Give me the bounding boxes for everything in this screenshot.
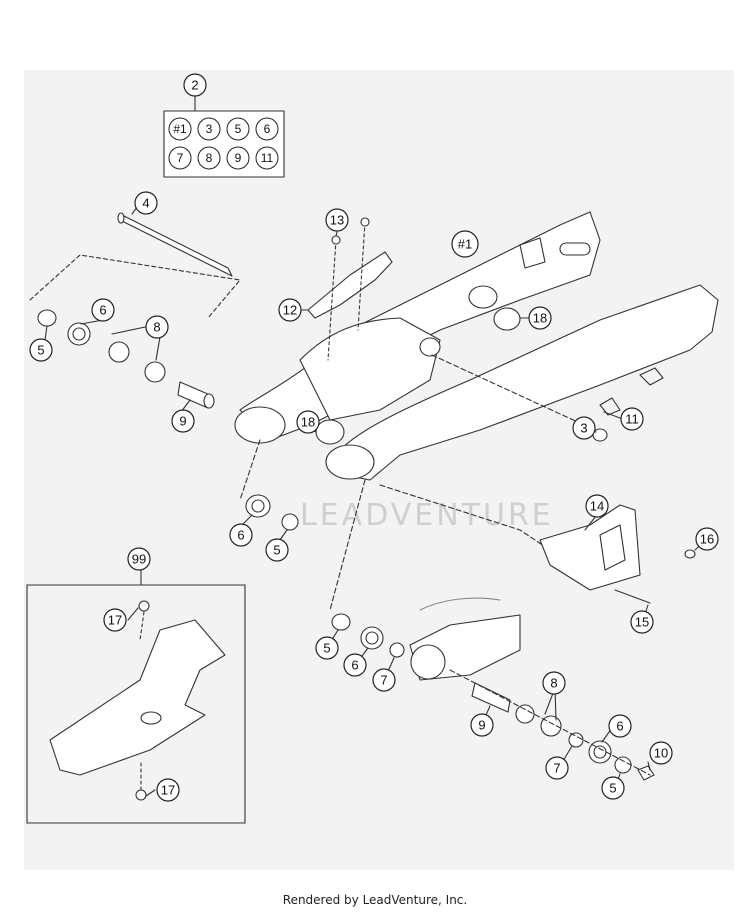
chain-slider-pad-lower <box>315 419 345 445</box>
callout-16-text: 16 <box>700 532 714 547</box>
callout-5-left-text: 5 <box>37 343 44 358</box>
callout-3-text: 3 <box>580 421 587 436</box>
callout-6-lower-text: 6 <box>351 658 358 673</box>
callout-6-right <box>608 714 632 738</box>
callout-17-lower-text: 17 <box>161 783 175 798</box>
callout-3 <box>572 416 596 440</box>
callout-6-right-text: 6 <box>616 719 623 734</box>
callout-6-lower <box>343 653 367 677</box>
callout-10 <box>649 741 673 765</box>
callout-7-lower-text: 7 <box>380 673 387 688</box>
callout-13-text: 13 <box>330 213 344 228</box>
callout-15-text: 15 <box>635 615 649 630</box>
callout-5-pivot-text: 5 <box>273 543 280 558</box>
callout-18-lower <box>296 410 320 434</box>
callout-5-lower <box>315 636 339 660</box>
callout-11 <box>620 407 644 431</box>
leadventure-watermark: LEADVENTURE <box>300 498 554 533</box>
kit-part-8: 11 <box>261 151 274 165</box>
pivot-detail <box>331 597 655 781</box>
callout-4 <box>134 191 158 215</box>
callout-18-lower-text: 18 <box>301 415 315 430</box>
chain-slider-pad-upper <box>493 307 521 331</box>
callout-10-text: 10 <box>654 746 668 761</box>
callout-6-pivot <box>229 523 253 547</box>
guide-plate <box>307 217 393 361</box>
callout-14-text: 14 <box>590 499 604 514</box>
left-bearing-stack <box>37 309 215 409</box>
kit-part-5: 7 <box>177 151 184 165</box>
callout-8-left-text: 8 <box>153 320 160 335</box>
callout-17-lower <box>156 778 180 802</box>
kit-part-7: 9 <box>235 151 242 165</box>
callout-17-upper <box>103 608 127 632</box>
callout-7-right <box>545 756 569 780</box>
kit-part-6: 8 <box>206 151 213 165</box>
callout-7-lower <box>372 668 396 692</box>
callout-15 <box>630 610 654 634</box>
callout-5-left <box>29 338 53 362</box>
callout-16 <box>695 527 719 551</box>
kit-part-4: 6 <box>264 122 271 136</box>
kit-parts-grid: #1 3 5 6 7 8 9 11 <box>168 117 279 170</box>
callout-99-text: 99 <box>132 552 146 567</box>
callout-8-lower-text: 8 <box>550 676 557 691</box>
callout-11-text: 11 <box>625 412 639 427</box>
swingarm <box>234 211 719 481</box>
callout-2-text: 2 <box>191 78 198 93</box>
footer-credit: Rendered by LeadVenture, Inc. <box>282 893 468 907</box>
chain-guide <box>539 504 696 604</box>
callout-8-lower <box>542 671 566 695</box>
callout-5-right-text: 5 <box>609 781 616 796</box>
kit-part-3: 5 <box>235 122 242 136</box>
callout-18-upper <box>528 306 552 330</box>
callout-2 <box>183 73 207 97</box>
kit-part-1: #1 <box>173 122 187 136</box>
callout-12-text: 12 <box>283 303 297 318</box>
kit-99-box <box>26 568 246 824</box>
callout-5-pivot <box>265 538 289 562</box>
callout-6-left <box>91 298 115 322</box>
callout-1 <box>451 230 479 258</box>
callout-14 <box>585 494 609 518</box>
callout-5-lower-text: 5 <box>323 641 330 656</box>
callout-8-left <box>145 315 169 339</box>
callout-9-lower-text: 9 <box>478 718 485 733</box>
callout-9-left-text: 9 <box>179 414 186 429</box>
callout-9-left <box>171 409 195 433</box>
callout-17-upper-text: 17 <box>108 613 122 628</box>
callout-5-right <box>601 776 625 800</box>
callout-12 <box>278 298 302 322</box>
callout-18-upper-text: 18 <box>533 311 547 326</box>
swingarm-axle <box>117 202 233 277</box>
callout-6-pivot-text: 6 <box>237 528 244 543</box>
callout-7-right-text: 7 <box>553 761 560 776</box>
kit-part-2: 3 <box>206 122 213 136</box>
callout-99 <box>127 547 151 571</box>
callout-1-text: #1 <box>458 237 472 252</box>
callout-4-text: 4 <box>142 196 149 211</box>
callout-13 <box>325 208 349 232</box>
callout-9-lower <box>470 713 494 737</box>
callout-6-left-text: 6 <box>99 303 106 318</box>
